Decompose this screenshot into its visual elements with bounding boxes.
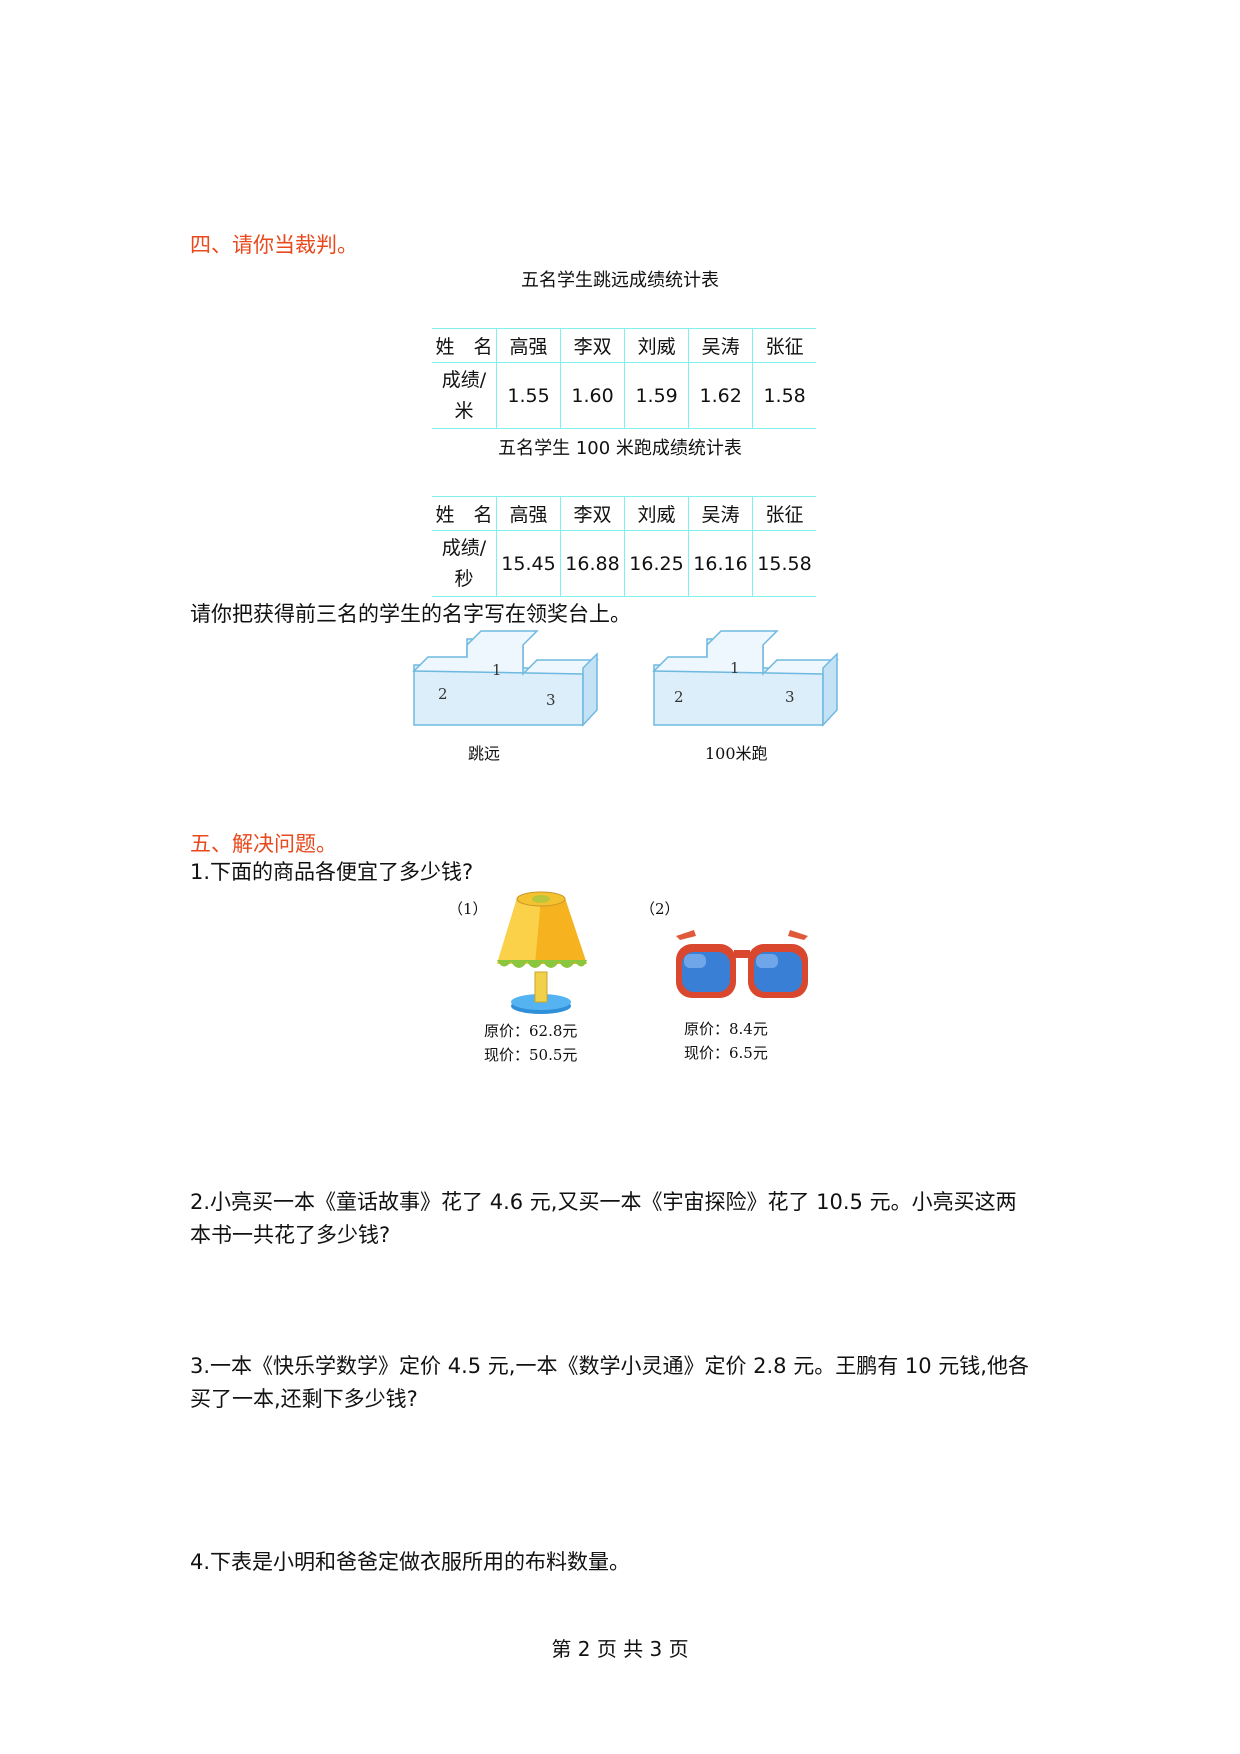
- name-cell: 张征: [752, 328, 816, 363]
- podium1-first: 1: [492, 661, 502, 679]
- name-cell: 张征: [752, 496, 816, 531]
- value-cell: 15.58: [752, 530, 816, 597]
- section5-heading: 五、解决问题。: [190, 832, 337, 856]
- item2-original-price: 原价：8.4元: [684, 1020, 768, 1038]
- value-cell: 1.62: [688, 362, 753, 429]
- long-jump-podium: 1 2 3: [412, 630, 599, 727]
- name-cell: 李双: [560, 328, 625, 363]
- podium2-third: 3: [785, 688, 795, 706]
- page-number: 第 2 页 共 3 页: [551, 1637, 689, 1661]
- name-cell: 吴涛: [688, 496, 753, 531]
- row-label: 成绩/米: [432, 362, 497, 429]
- item1-original-price: 原价：62.8元: [484, 1022, 578, 1040]
- table-row: 姓 名 高强 李双 刘威 吴涛 张征: [432, 328, 816, 363]
- value-cell: 16.88: [560, 530, 625, 597]
- glasses-icon: [676, 930, 808, 998]
- 100m-run-podium: 1 2 3: [652, 630, 839, 727]
- podium2-first: 1: [730, 659, 740, 677]
- name-cell: 高强: [496, 496, 561, 531]
- value-cell: 16.16: [688, 530, 753, 597]
- value-cell: 1.58: [752, 362, 816, 429]
- table1-title: 五名学生跳远成绩统计表: [521, 270, 719, 291]
- name-cell: 高强: [495, 328, 561, 363]
- item1-current-price: 现价：50.5元: [484, 1046, 578, 1064]
- name-cell: 刘威: [624, 496, 689, 531]
- podium1-second: 2: [438, 685, 448, 703]
- header-label: 姓 名: [432, 328, 497, 363]
- row-label-line: 成绩/: [441, 368, 487, 391]
- podium1-third: 3: [546, 691, 556, 709]
- question-2-line1: 2.小亮买一本《童话故事》花了 4.6 元,又买一本《宇宙探险》花了 10.5 …: [190, 1190, 1017, 1214]
- podium2-label: 100米跑: [705, 744, 768, 763]
- value-cell: 1.60: [560, 362, 625, 429]
- table-row: 成绩/秒 15.45 16.88 16.25 16.16 15.58: [432, 530, 816, 597]
- long-jump-table: 姓 名 高强 李双 刘威 吴涛 张征 成绩/米 1.55 1.60 1.59 1…: [432, 328, 816, 429]
- row-label-unit: 米: [454, 399, 474, 422]
- name-cell: 吴涛: [688, 328, 753, 363]
- table-row: 成绩/米 1.55 1.60 1.59 1.62 1.58: [432, 362, 816, 429]
- item1-tag: （1）: [448, 900, 488, 918]
- lamp-icon: [497, 891, 587, 1014]
- header-label: 姓 名: [432, 496, 497, 531]
- table2-title: 五名学生 100 米跑成绩统计表: [498, 438, 742, 459]
- question-2-line2: 本书一共花了多少钱?: [190, 1223, 391, 1247]
- value-cell: 15.45: [496, 530, 561, 597]
- name-cell: 李双: [560, 496, 625, 531]
- question-3-line2: 买了一本,还剩下多少钱?: [190, 1387, 418, 1411]
- question-3-line1: 3.一本《快乐学数学》定价 4.5 元,一本《数学小灵通》定价 2.8 元。王鹏…: [190, 1354, 1029, 1378]
- table-row: 姓 名 高强 李双 刘威 吴涛 张征: [432, 496, 816, 531]
- 100m-run-table: 姓 名 高强 李双 刘威 吴涛 张征 成绩/秒 15.45 16.88 16.2…: [432, 496, 816, 597]
- row-label-line: 成绩/: [441, 536, 487, 559]
- value-cell: 1.59: [624, 362, 689, 429]
- row-label: 成绩/秒: [432, 530, 497, 597]
- question-4: 4.下表是小明和爸爸定做衣服所用的布料数量。: [190, 1550, 631, 1574]
- podium1-label: 跳远: [468, 744, 501, 763]
- name-cell: 刘威: [624, 328, 689, 363]
- podium2-second: 2: [674, 688, 684, 706]
- row-label-unit: 秒: [454, 567, 474, 590]
- section4-heading: 四、请你当裁判。: [190, 233, 358, 257]
- item2-tag: （2）: [640, 900, 680, 918]
- question-1: 1.下面的商品各便宜了多少钱?: [190, 860, 474, 884]
- item2-current-price: 现价：6.5元: [684, 1044, 768, 1062]
- podium-instruction: 请你把获得前三名的学生的名字写在领奖台上。: [190, 602, 631, 626]
- value-cell: 1.55: [495, 362, 561, 429]
- value-cell: 16.25: [624, 530, 689, 597]
